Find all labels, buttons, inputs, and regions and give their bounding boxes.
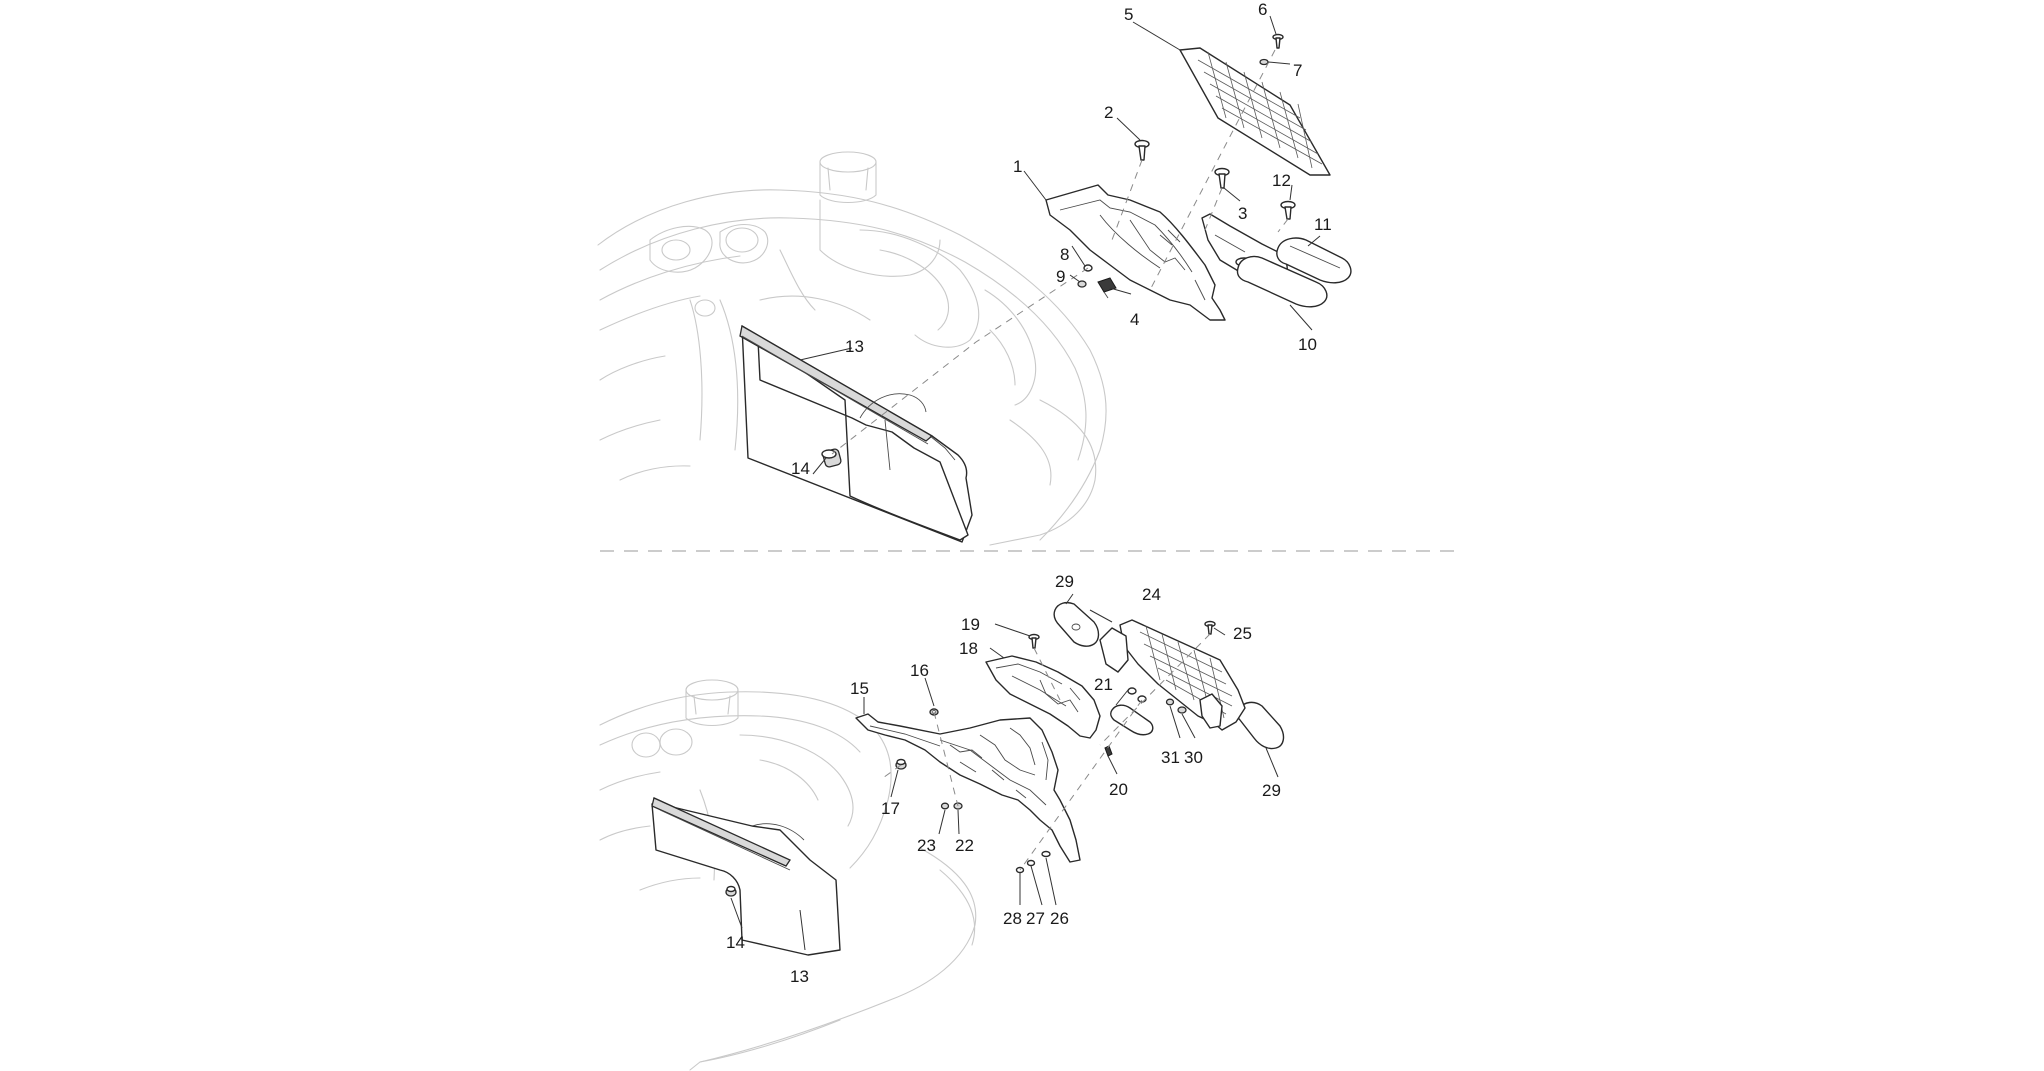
callout-1: 1 xyxy=(1013,157,1022,176)
top-scooter-body-outline xyxy=(597,151,1107,546)
spacer-pad xyxy=(1109,704,1154,736)
part-30-washer xyxy=(1177,706,1187,714)
part-19-screw xyxy=(1028,633,1040,649)
callout-13-lower: 13 xyxy=(790,967,809,986)
part-6-screw xyxy=(1272,33,1284,49)
callout-7: 7 xyxy=(1293,61,1302,80)
part-31-washer xyxy=(1165,698,1175,706)
callout-31: 31 xyxy=(1161,748,1180,767)
part-24-plate-frame xyxy=(1099,619,1246,731)
callout-9: 9 xyxy=(1056,267,1065,286)
callout-19: 19 xyxy=(961,615,980,634)
part-14-grommet xyxy=(821,448,842,468)
callout-8: 8 xyxy=(1060,245,1069,264)
part-29-pad-upper xyxy=(1053,601,1100,647)
callout-3: 3 xyxy=(1238,204,1247,223)
bottom-assembly-axes xyxy=(879,633,1211,871)
part-5-plate-frame xyxy=(1179,47,1331,176)
callout-28: 28 xyxy=(1003,909,1022,928)
callout-11: 11 xyxy=(1314,215,1332,234)
callout-14-lower: 14 xyxy=(726,933,745,952)
callout-12: 12 xyxy=(1272,171,1291,190)
part-12-screw xyxy=(1280,200,1296,220)
part-3-screw xyxy=(1214,167,1230,189)
callout-5: 5 xyxy=(1124,5,1133,24)
part-27-fastener xyxy=(1026,859,1036,867)
part-7-washer xyxy=(1259,58,1269,66)
callout-4: 4 xyxy=(1130,310,1139,329)
top-assembly: 1 2 3 4 5 6 7 8 9 10 11 12 13 14 xyxy=(597,0,1352,546)
part-11-lens xyxy=(1236,237,1352,308)
part-13-side-panel xyxy=(739,324,973,543)
part-26-fastener xyxy=(1041,850,1051,858)
callout-6: 6 xyxy=(1258,0,1267,19)
callout-18: 18 xyxy=(959,639,978,658)
callout-23: 23 xyxy=(917,836,936,855)
part-15-rear-support xyxy=(855,713,1081,863)
part-25-screw xyxy=(1204,620,1216,635)
callout-27: 27 xyxy=(1026,909,1045,928)
top-callouts: 1 2 3 4 5 6 7 8 9 10 11 12 13 14 xyxy=(791,0,1332,478)
callout-20: 20 xyxy=(1109,780,1128,799)
callout-17: 17 xyxy=(881,799,900,818)
top-leader-lines xyxy=(799,15,1321,475)
bottom-scooter-body-outline xyxy=(599,679,977,1071)
bottom-leader-lines xyxy=(730,593,1279,951)
callout-30: 30 xyxy=(1184,748,1203,767)
part-4-clip xyxy=(1097,277,1117,299)
callout-2: 2 xyxy=(1104,103,1113,122)
callout-29-upper: 29 xyxy=(1055,572,1074,591)
callout-22: 22 xyxy=(955,836,974,855)
part-2-screw xyxy=(1134,139,1150,161)
part-18-plate-holder xyxy=(985,655,1101,739)
callout-13: 13 xyxy=(845,337,864,356)
bottom-callouts: 15 16 17 18 19 20 21 22 23 24 25 26 27 2… xyxy=(726,572,1281,986)
part-14-grommet-lower xyxy=(725,885,737,897)
callout-29-lower: 29 xyxy=(1262,781,1281,800)
part-1-plate-holder xyxy=(1045,184,1226,321)
callout-21: 21 xyxy=(1094,675,1113,694)
callout-26: 26 xyxy=(1050,909,1069,928)
part-13-side-panel-lower xyxy=(651,797,841,956)
part-20-screw xyxy=(1104,745,1113,757)
callout-16: 16 xyxy=(910,661,929,680)
callout-10: 10 xyxy=(1298,335,1317,354)
part-23-nut xyxy=(940,802,950,810)
part-21-washers xyxy=(1127,687,1147,703)
bottom-assembly: 15 16 17 18 19 20 21 22 23 24 25 26 27 2… xyxy=(599,572,1285,1071)
callout-14: 14 xyxy=(791,459,810,478)
part-9-nut xyxy=(1077,280,1087,288)
callout-25: 25 xyxy=(1233,624,1252,643)
callout-15: 15 xyxy=(850,679,869,698)
top-assembly-axes xyxy=(831,49,1289,455)
callout-24: 24 xyxy=(1142,585,1161,604)
